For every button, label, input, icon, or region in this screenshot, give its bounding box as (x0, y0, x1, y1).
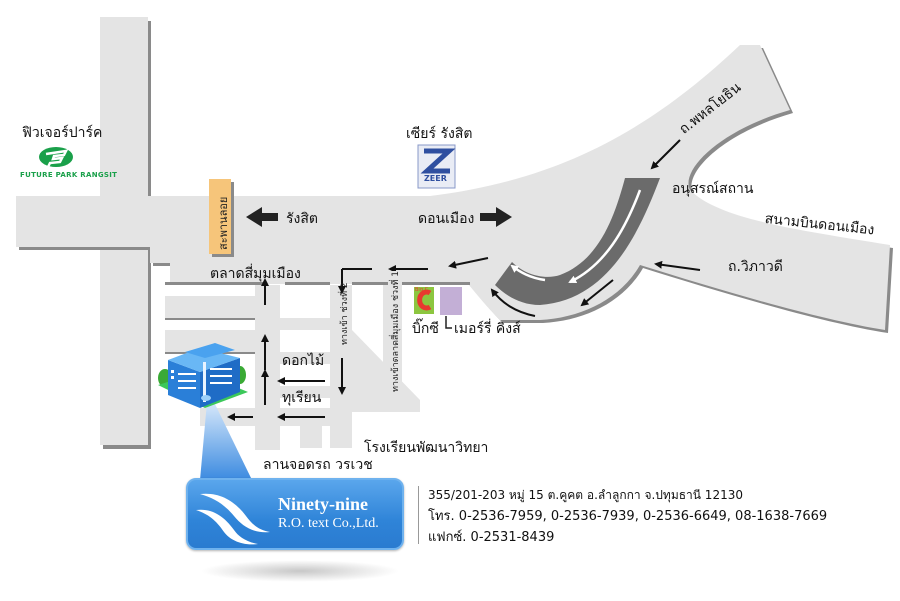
future-park-logo (39, 147, 73, 168)
bridge-label: สะพานลอย (217, 196, 230, 250)
bigc-logo (414, 287, 434, 314)
flyover-ramp (495, 178, 660, 305)
bigc-label: บิ๊กซี (412, 321, 439, 337)
company-wave-logo-icon (196, 493, 270, 545)
zeer-logo-text: ZEER (424, 174, 447, 183)
contact-fax: แฟกซ์. 0-2531-8439 (428, 530, 555, 545)
bigc-logo-text: Big C (415, 287, 429, 293)
company-subtitle: R.O. text Co.,Ltd. (278, 516, 379, 531)
card-shadow (200, 560, 400, 582)
entrance-2-label: ทางเข้า ช่วงที่ 2 (340, 282, 350, 345)
zeer-logo (417, 144, 456, 189)
direction-arrow-rangsit (246, 207, 278, 227)
zeer-label: เซียร์ รังสิต (406, 126, 473, 142)
vibhavadi-road-label: ถ.วิภาวดี (728, 259, 783, 275)
route-arrows (227, 139, 701, 421)
location-pointer-beam (200, 402, 252, 480)
future-park-logo-text: FUTURE PARK RANGSIT (20, 171, 118, 179)
contact-address: 355/201-203 หมู่ 15 ต.คูคต อ.ลำลูกกา จ.ป… (428, 488, 743, 502)
contact-divider (418, 486, 419, 544)
durian-street-label: ทุเรียน (282, 390, 322, 406)
future-park-label: ฟิวเจอร์ปาร์ค (22, 125, 103, 141)
market-frontage-road (165, 260, 470, 285)
side-streets (165, 285, 420, 450)
monument-label: อนุสรณ์สถาน (672, 181, 754, 197)
pedestrian-bridge (209, 179, 234, 257)
flower-street-label: ดอกไม้ (282, 353, 325, 369)
merry-kings-label: เมอร์รี่ คิงส์ (454, 321, 521, 337)
direction-arrow-donmueang (480, 207, 512, 227)
merry-kings-building (440, 287, 462, 329)
market-label: ตลาดสี่มุมเมือง (210, 266, 301, 282)
donmueang-direction-label: ดอนเมือง (418, 211, 475, 227)
school-label: โรงเรียนพัฒนาวิทยา (364, 440, 489, 456)
company-building-icon (158, 343, 248, 408)
company-card: Ninety-nine R.O. text Co.,Ltd. (186, 478, 404, 550)
contact-phone: โทร. 0-2536-7959, 0-2536-7939, 0-2536-66… (428, 509, 828, 524)
company-name: Ninety-nine (278, 494, 368, 514)
rangsit-direction-label: รังสิต (286, 211, 318, 227)
parking-label: ลานจอดรถ วรเวช (263, 457, 373, 473)
entrance-1-label: ทางเข้าตลาดสี่มุมเมือง ช่วงที่ 1 (388, 270, 402, 392)
